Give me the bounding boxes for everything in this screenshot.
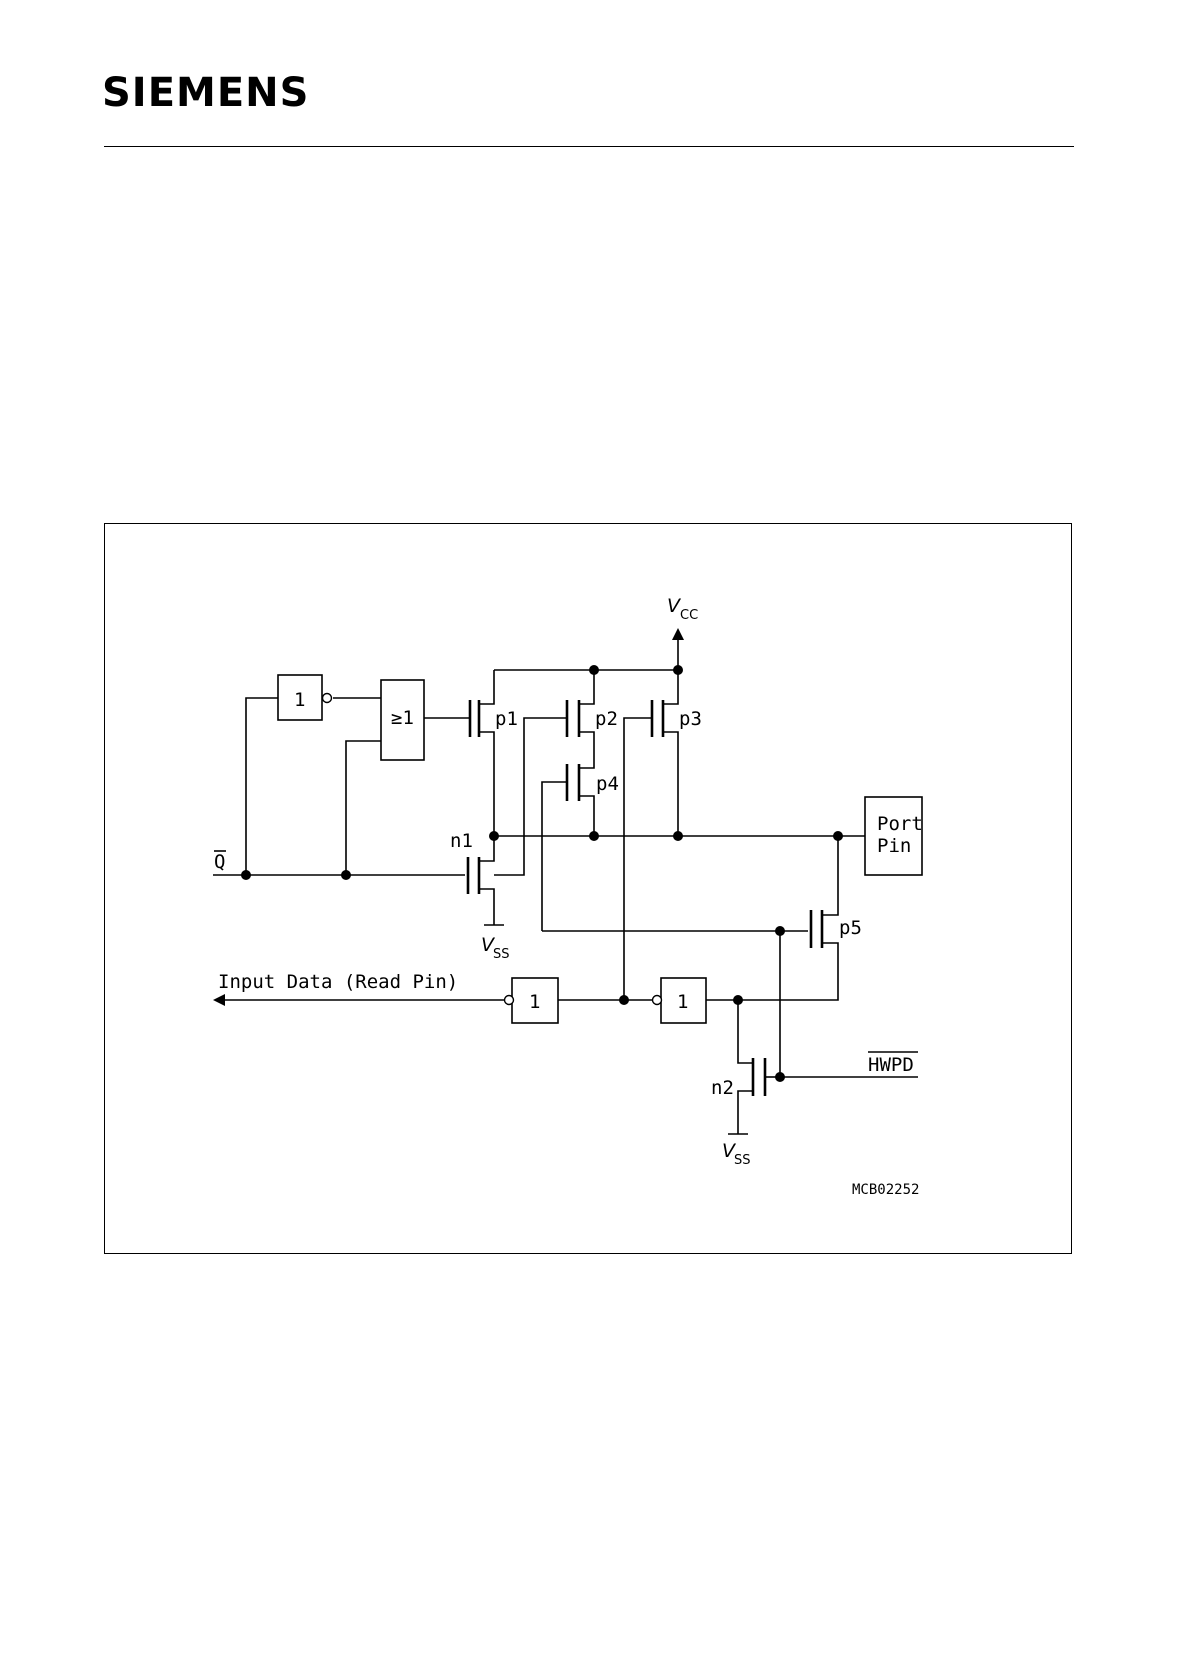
inverter-mid-label: 1 [677, 991, 688, 1013]
inverter-read-label: 1 [529, 991, 540, 1013]
inverter-top-label: 1 [294, 689, 305, 711]
input-data-label: Input Data (Read Pin) [218, 971, 458, 993]
nor-label: ≥1 [391, 707, 414, 729]
transistor-gates [468, 700, 822, 1096]
n2-label: n2 [711, 1077, 734, 1099]
pin-label: Pin [877, 835, 911, 857]
hwpd-label: HWPD [868, 1054, 914, 1076]
p5-label: p5 [839, 917, 862, 939]
inverter-bubble [323, 694, 332, 703]
n1-label: n1 [450, 830, 473, 852]
vss-sub-2: SS [734, 1153, 751, 1168]
inverter-mid-bubble [653, 996, 662, 1005]
vcc-arrow-icon [672, 628, 684, 640]
p2-label: p2 [595, 708, 618, 730]
p3-label: p3 [679, 708, 702, 730]
figure-code: MCB02252 [852, 1182, 919, 1198]
vcc-sub: CC [680, 608, 698, 623]
inverter-read-bubble [505, 996, 514, 1005]
q-bar-label: Q [214, 851, 225, 873]
port-label: Port [877, 813, 923, 835]
p1-label: p1 [495, 708, 518, 730]
arrow-left-icon [213, 994, 225, 1006]
vss-sub: SS [493, 947, 510, 962]
p4-label: p4 [596, 773, 619, 795]
